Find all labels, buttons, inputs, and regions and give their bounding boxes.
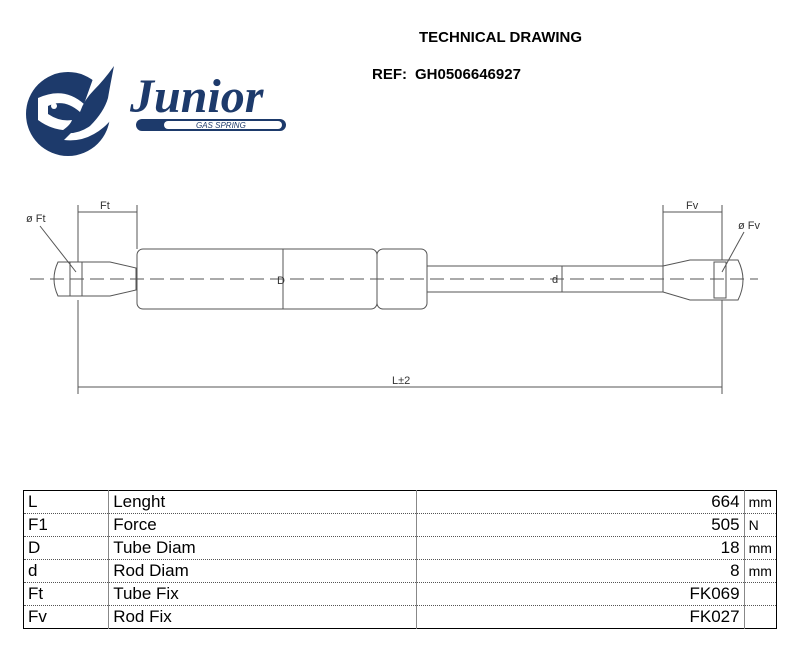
eagle-icon [26,46,124,156]
spec-value: 18 [416,536,745,560]
spec-code: Fv [23,605,110,629]
table-row: F1 Force 505 N [23,513,777,537]
spec-name: Tube Fix [108,582,417,606]
spec-name: Rod Fix [108,605,417,629]
spec-value: 8 [416,559,745,583]
table-row: L Lenght 664 mm [23,490,777,514]
spec-code: d [23,559,110,583]
junior-logo: Junior GAS SPRING [26,46,286,156]
spec-unit: mm [744,536,777,560]
spec-name: Force [108,513,417,537]
ft-label: Ft [100,200,110,212]
spec-table: L Lenght 664 mm F1 Force 505 N D Tube Di… [23,490,777,629]
table-row: D Tube Diam 18 mm [23,536,777,560]
spec-unit [744,582,777,606]
spec-code: L [23,490,110,514]
ref-label: REF: [372,66,407,83]
spec-value: FK027 [416,605,745,629]
fv-label: Fv [686,200,699,212]
table-row: Ft Tube Fix FK069 [23,582,777,606]
phi-ft-label: ø Ft [26,213,46,225]
spec-name: Lenght [108,490,417,514]
spec-code: F1 [23,513,110,537]
table-row: Fv Rod Fix FK027 [23,605,777,629]
length-label: L±2 [392,375,410,387]
spec-name: Rod Diam [108,559,417,583]
spec-name: Tube Diam [108,536,417,560]
gas-spring-drawing: ø Ft Ft Fv ø Fv D d L±2 [26,200,760,394]
ref-value: GH0506646927 [415,66,521,83]
reference-line: REF: GH0506646927 [372,66,521,83]
page-title: TECHNICAL DRAWING [419,29,583,46]
rod-end-fitting [662,259,744,301]
table-row: d Rod Diam 8 mm [23,559,777,583]
spec-unit: mm [744,559,777,583]
spec-code: D [23,536,110,560]
spec-value: 505 [416,513,745,537]
spec-unit: mm [744,490,777,514]
spec-value: FK069 [416,582,745,606]
tube-diameter-label: D [277,275,285,287]
rod-diameter-label: d [552,274,558,286]
brand-subtitle: GAS SPRING [196,121,246,130]
spec-value: 664 [416,490,745,514]
phi-fv-label: ø Fv [738,220,760,232]
brand-text: Junior [129,70,265,123]
tube-end-fitting [53,261,137,297]
spec-unit [744,606,776,629]
spec-code: Ft [23,582,110,606]
spec-unit: N [744,513,777,537]
